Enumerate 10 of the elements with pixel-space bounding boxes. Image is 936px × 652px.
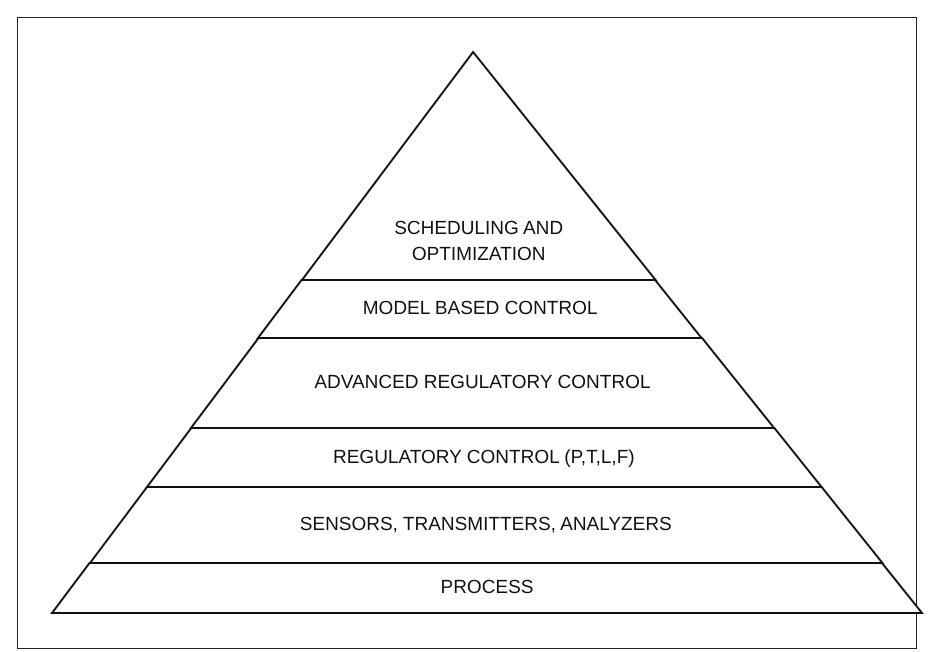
pyramid-tier bbox=[52, 563, 922, 613]
pyramid-tier bbox=[190, 338, 774, 428]
pyramid-tier bbox=[146, 428, 822, 487]
tier-label: ADVANCED REGULATORY CONTROL bbox=[313, 371, 652, 395]
pyramid-tier bbox=[90, 487, 882, 563]
tier-label: SENSORS, TRANSMITTERS, ANALYZERS bbox=[298, 513, 673, 537]
tier-label: REGULATORY CONTROL (P,T,L,F) bbox=[332, 446, 636, 470]
tier-label: MODEL BASED CONTROL bbox=[362, 297, 598, 321]
tier-label: PROCESS bbox=[440, 576, 534, 600]
tier-label: SCHEDULING AND OPTIMIZATION bbox=[393, 217, 564, 267]
